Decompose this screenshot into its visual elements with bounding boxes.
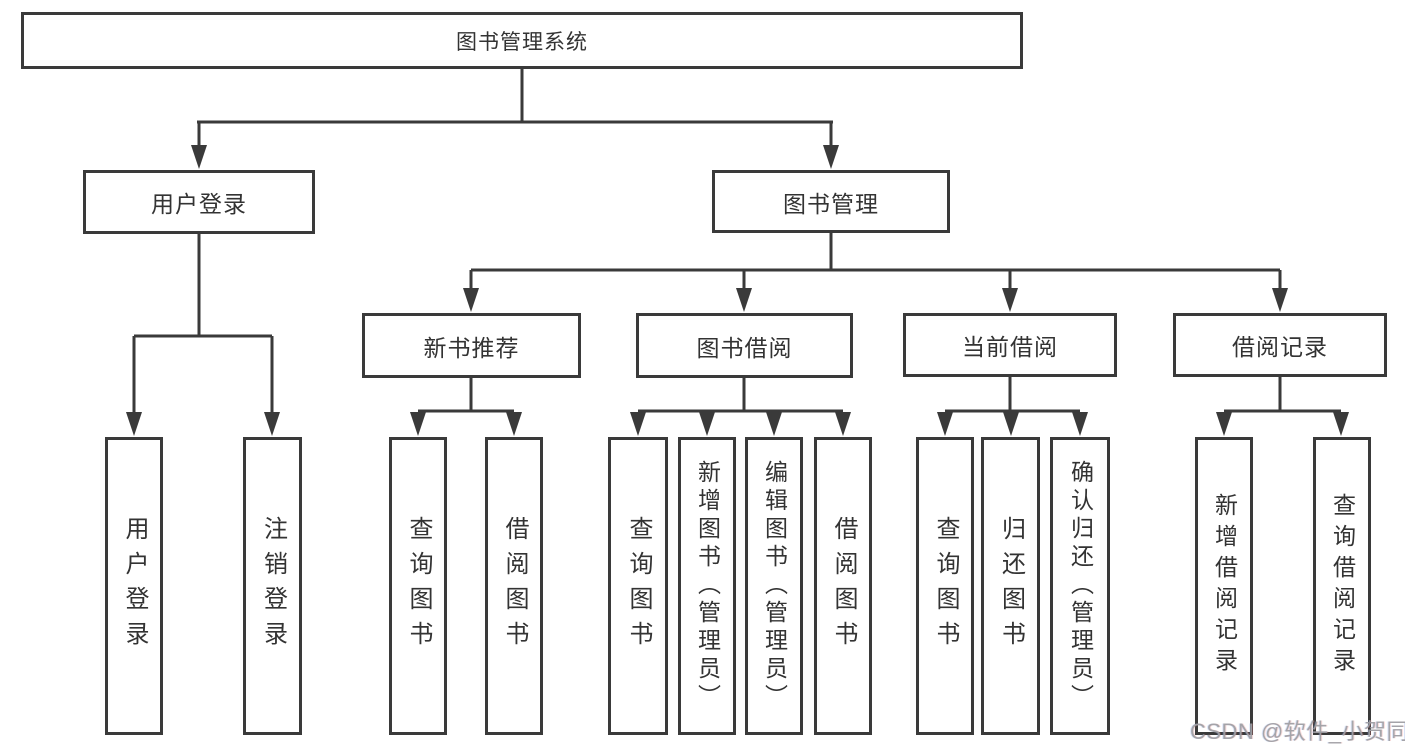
leaf-edit-books-admin: 编辑图书（管理员） [745,437,803,735]
leaf-return-books-label: 归还图书 [997,516,1025,656]
leaf-query-borrow-record-label: 查询借阅记录 [1329,493,1356,679]
leaf-add-books-admin-label: 新增图书（管理员） [694,460,721,712]
leaf-borrow-books-recommend-label: 借阅图书 [501,516,528,656]
leaf-confirm-return-admin-label: 确认归还（管理员） [1067,460,1094,712]
leaf-query-books-recommend-label: 查询图书 [405,516,432,656]
leaf-logout: 注销登录 [243,437,302,735]
leaf-edit-books-admin-label: 编辑图书（管理员） [761,460,788,712]
leaf-query-books-recommend: 查询图书 [389,437,447,735]
leaf-user-login-label: 用户登录 [121,516,148,656]
leaf-query-borrow-record: 查询借阅记录 [1313,437,1371,735]
watermark: CSDN @软件_小贺同学 [1190,719,1405,744]
node-current-borrowing-label: 当前借阅 [962,334,1058,360]
node-user-login: 用户登录 [83,170,315,234]
node-root: 图书管理系统 [21,12,1023,69]
node-current-borrowing: 当前借阅 [903,313,1117,377]
leaf-logout-label: 注销登录 [259,516,287,656]
node-book-management-label: 图书管理 [783,190,879,217]
leaf-query-books-borrowing: 查询图书 [608,437,668,735]
leaf-query-books-current: 查询图书 [916,437,974,735]
node-root-label: 图书管理系统 [456,30,588,54]
leaf-confirm-return-admin: 确认归还（管理员） [1050,437,1110,735]
node-user-login-label: 用户登录 [151,191,247,217]
leaf-borrow-books-recommend: 借阅图书 [485,437,543,735]
node-book-management: 图书管理 [712,170,950,233]
leaf-query-books-borrowing-label: 查询图书 [625,516,652,656]
leaf-add-books-admin: 新增图书（管理员） [678,437,736,735]
leaf-return-books: 归还图书 [981,437,1040,735]
node-book-borrowing-label: 图书借阅 [696,334,793,361]
leaf-add-borrow-record-label: 新增借阅记录 [1211,493,1238,679]
leaf-borrow-books-borrowing: 借阅图书 [814,437,872,735]
leaf-query-books-current-label: 查询图书 [932,516,959,656]
arrowheads [126,145,1349,436]
node-borrowing-records-label: 借阅记录 [1232,334,1328,360]
node-new-book-recommend-label: 新书推荐 [423,334,520,361]
leaf-add-borrow-record: 新增借阅记录 [1195,437,1253,735]
node-new-book-recommend: 新书推荐 [362,313,581,378]
leaf-user-login: 用户登录 [105,437,163,735]
node-borrowing-records: 借阅记录 [1173,313,1387,377]
leaf-borrow-books-borrowing-label: 借阅图书 [830,516,857,656]
node-book-borrowing: 图书借阅 [636,313,853,378]
